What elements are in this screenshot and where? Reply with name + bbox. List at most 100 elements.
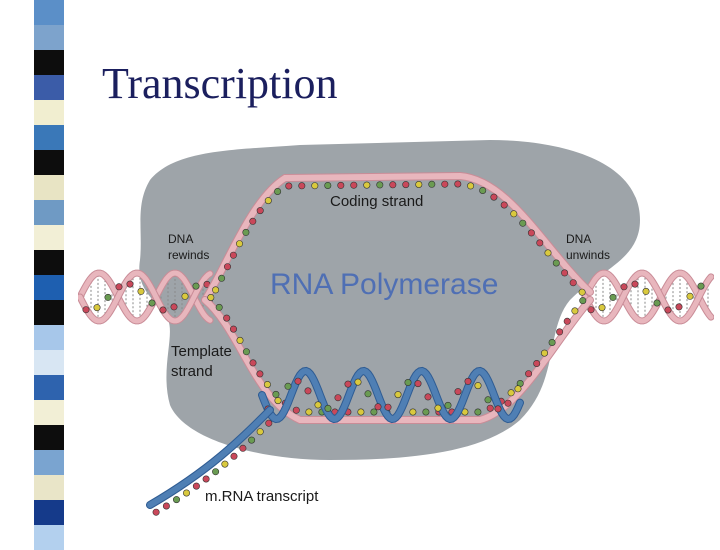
left-dna-helix-nucleotide: [159, 306, 167, 314]
stripe-block: [34, 75, 64, 100]
stripe-block: [34, 225, 64, 250]
rna-nucleotide: [434, 404, 442, 412]
mrna-transcript-nucleotide: [256, 428, 264, 436]
right-dna-helix-nucleotide: [642, 287, 650, 295]
stripe-block: [34, 475, 64, 500]
transcription-diagram: [78, 140, 714, 516]
coding-strand-nucleotide: [510, 210, 518, 218]
rna-nucleotide: [404, 378, 412, 386]
coding-strand-label: Coding strand: [330, 193, 424, 210]
template-strand-nucleotide: [409, 408, 417, 416]
coding-strand-nucleotide: [311, 182, 319, 190]
coding-strand-nucleotide: [337, 181, 345, 189]
coding-strand-nucleotide: [441, 180, 449, 188]
template-strand-nucleotide: [533, 359, 541, 367]
mrna-transcript-nucleotide: [152, 508, 160, 516]
coding-strand-nucleotide: [224, 263, 232, 271]
stripe-block: [34, 50, 64, 75]
template-strand-nucleotide: [474, 408, 482, 416]
coding-strand: [202, 172, 593, 303]
right-dna-helix-nucleotide: [620, 283, 628, 291]
coding-strand-nucleotide: [527, 229, 535, 237]
rna-nucleotide: [414, 380, 422, 388]
coding-strand-nucleotide: [479, 187, 487, 195]
right-dna-helix-nucleotide: [664, 306, 672, 314]
right-dna-helix-nucleotide: [686, 292, 694, 300]
right-dna-helix-strand-b: [582, 270, 714, 324]
coding-strand-nucleotide: [552, 259, 560, 267]
template-strand-nucleotide: [242, 348, 250, 356]
rna-nucleotide: [374, 403, 382, 411]
stripe-block: [34, 275, 64, 300]
coding-strand-nucleotide: [454, 180, 462, 188]
right-dna-helix-nucleotide: [631, 280, 639, 288]
left-dna-helix-nucleotide: [137, 287, 145, 295]
dna-rewinds-label-line1: DNA: [168, 232, 194, 246]
coding-strand-nucleotide: [256, 207, 264, 215]
left-dna-helix-nucleotide: [126, 280, 134, 288]
left-dna-helix-nucleotide: [148, 299, 156, 307]
mrna-transcript-nucleotide: [265, 419, 273, 427]
rna-nucleotide: [294, 377, 302, 385]
template-strand-nucleotide: [525, 370, 533, 378]
stripe-block: [34, 300, 64, 325]
template-strand-nucleotide: [207, 293, 215, 301]
stripe-block: [34, 375, 64, 400]
left-dna-helix-nucleotide: [170, 303, 178, 311]
template-strand-nucleotide: [236, 336, 244, 344]
stripe-block: [34, 325, 64, 350]
right-dna-helix-nucleotide: [587, 306, 595, 314]
rna-nucleotide: [514, 385, 522, 393]
mrna-transcript-nucleotide: [239, 444, 247, 452]
mrna-transcript-strand: [147, 407, 273, 508]
rna-nucleotide: [464, 377, 472, 385]
right-dna-helix-nucleotide: [675, 303, 683, 311]
stripe-block: [34, 175, 64, 200]
stripe-block: [34, 350, 64, 375]
template-strand-nucleotide: [579, 297, 587, 305]
stripe-block: [34, 425, 64, 450]
stripe-block: [34, 25, 64, 50]
right-dna-helix-nucleotide: [697, 282, 705, 290]
right-dna-helix-nucleotide: [598, 304, 606, 312]
decorative-stripe-bar: [0, 0, 70, 550]
stripe-block: [34, 100, 64, 125]
mrna-transcript-nucleotide: [183, 489, 191, 497]
template-strand-nucleotide: [223, 314, 231, 322]
template-strand-nucleotide: [486, 404, 494, 412]
rna-nucleotide: [484, 396, 492, 404]
coding-strand-nucleotide: [363, 181, 371, 189]
mrna-transcript-nucleotide: [162, 502, 170, 510]
rna-nucleotide: [314, 401, 322, 409]
dna-unwinds-label-line2: unwinds: [566, 248, 611, 262]
mrna-transcript-nucleotide: [248, 436, 256, 444]
coding-strand-nucleotide: [536, 239, 544, 247]
coding-strand-nucleotide: [402, 181, 410, 189]
coding-strand-nucleotide: [350, 181, 358, 189]
rna-nucleotide: [504, 399, 512, 407]
left-dna-helix-nucleotide: [82, 306, 90, 314]
left-dna-helix-nucleotide: [93, 304, 101, 312]
template-strand-nucleotide: [215, 303, 223, 311]
stripe-block: [34, 150, 64, 175]
mrna-transcript-label: m.RNA transcript: [205, 488, 319, 505]
stripe-block: [34, 125, 64, 150]
coding-strand-nucleotide: [264, 197, 272, 205]
rna-nucleotide: [384, 403, 392, 411]
coding-strand-nucleotide: [236, 240, 244, 248]
left-dna-helix-nucleotide: [181, 292, 189, 300]
left-dna-helix-nucleotide: [115, 283, 123, 291]
template-strand-label-line1: Template: [171, 343, 232, 360]
coding-strand-nucleotide: [467, 182, 475, 190]
template-strand-nucleotide: [263, 380, 271, 388]
coding-strand-nucleotide: [428, 180, 436, 188]
coding-strand-nucleotide: [324, 182, 332, 190]
coding-strand-nucleotide: [242, 228, 250, 236]
right-dna-helix-nucleotide: [653, 299, 661, 307]
rna-nucleotide: [444, 401, 452, 409]
rna-nucleotide: [284, 382, 292, 390]
coding-strand-nucleotide: [389, 181, 397, 189]
rna-nucleotide: [304, 387, 312, 395]
right-dna-helix-strand-a: [582, 270, 714, 324]
rna-transcript-layer: [146, 366, 524, 516]
